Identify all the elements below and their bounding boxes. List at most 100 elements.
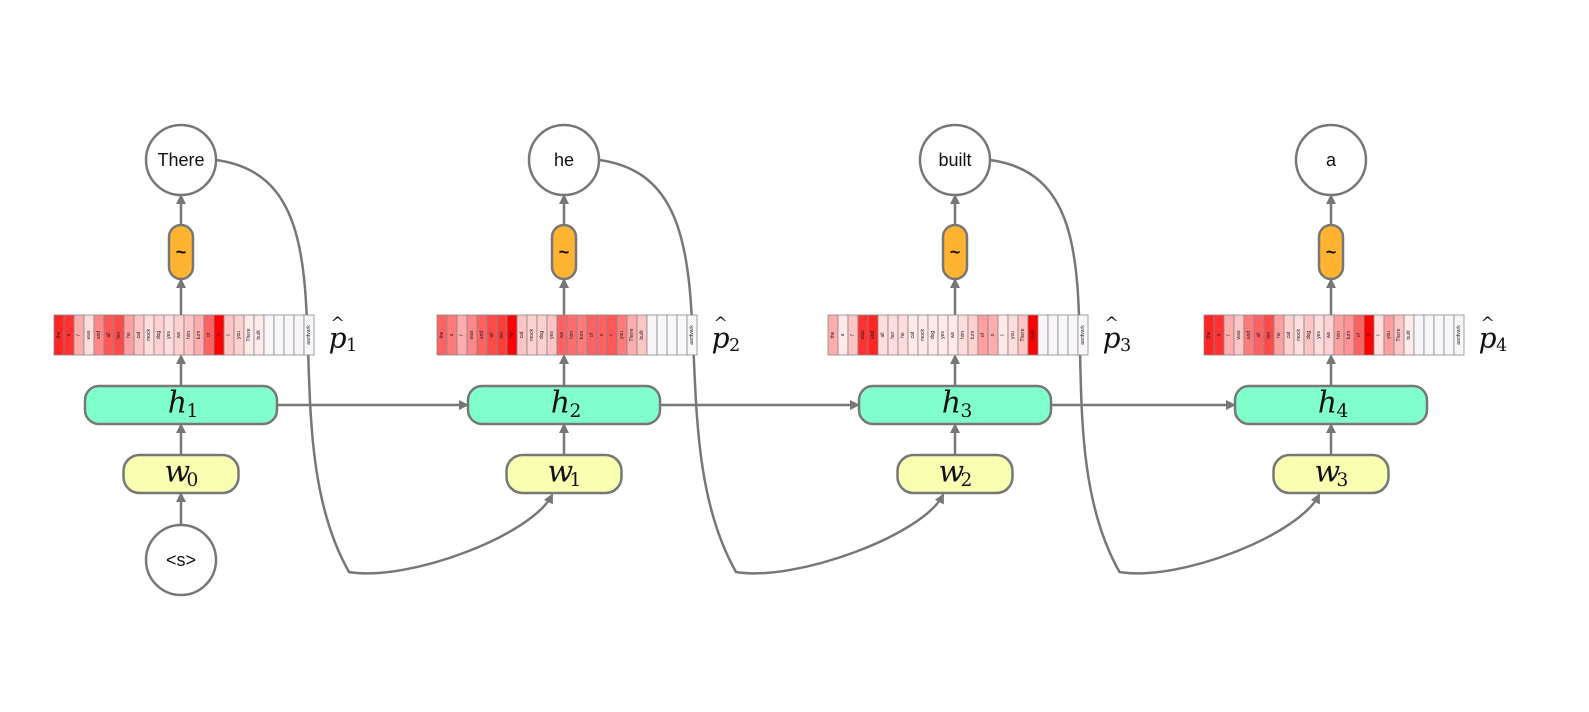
probability-label-3-hat: ^ [1105,313,1119,333]
vocab-label: cat [910,331,916,338]
hidden-state-label-4-letter: h [1318,386,1337,421]
sampler-symbol-2: ~ [559,242,570,262]
vocab-label: i' [1226,334,1232,336]
vocab-label: dog [1306,331,1312,340]
probability-label-2-subscript: 2 [729,336,740,356]
probability-cell [676,314,688,356]
vocab-label: all [880,332,886,337]
vocab-label: o [216,333,222,336]
vocab-label: aardvark [1080,325,1086,345]
vocab-label: and [96,331,102,340]
vocab-label: him [569,331,575,339]
vocab-label: I [1376,334,1382,335]
vocab-label: was [1236,330,1242,339]
sampler-node-2 [550,223,578,281]
vocab-label: a [840,333,846,336]
vocab-label: her [1266,331,1272,339]
sampler-node-4 [1317,223,1345,281]
probability-cell [656,314,668,356]
vocab-label: yes [1316,331,1322,339]
probability-cell [1067,314,1079,356]
vocab-label: him [1336,331,1342,339]
output-word-label-2: he [554,150,574,170]
vocab-label: i' [459,334,465,336]
probability-cell [1443,314,1455,356]
start-token-node [144,523,218,597]
vocab-label: he [1276,332,1282,338]
vocab-label: and [479,331,485,340]
arrow-feedback-2 [598,158,945,575]
input-word-label-1: w0 [165,455,199,491]
vocab-label: aardvark [306,325,312,345]
output-word-node-4 [1294,123,1368,197]
input-word-label-4-letter: w [1315,455,1341,490]
hidden-state-label-1-subscript: 1 [186,401,198,422]
hidden-state-label-2-letter: h [551,386,570,421]
vocab-label: you [236,331,242,339]
hidden-state-label-3-letter: h [942,386,961,421]
probability-cell [293,314,305,356]
vocab-label: cat [136,331,142,338]
input-word-label-3-subscript: 2 [960,470,972,491]
vocab-label: There [1020,328,1026,341]
input-word-label-2-subscript: 1 [569,470,581,491]
vocab-label: a [449,333,455,336]
vocab-label: all [1256,332,1262,337]
probability-cell [263,314,275,356]
input-word-label-4: w3 [1315,455,1349,491]
probability-label-2-hat: ^ [714,313,728,333]
vocab-label: he [900,332,906,338]
vocab-label: he [126,332,132,338]
vocab-label: her [890,331,896,339]
input-word-label-2-letter: w [548,455,574,490]
probability-label-4-subscript: 4 [1496,336,1507,356]
hidden-state-node-1 [83,384,279,426]
output-word-node-3 [918,123,992,197]
vocab-label: mock [146,329,152,341]
probability-label-4-letter: p [1479,322,1497,355]
connections-layer [176,158,1336,575]
hidden-state-label-4-subscript: 4 [1336,401,1348,422]
input-word-label-3: w2 [939,455,973,491]
vocab-label: all [106,332,112,337]
sampler-node-1 [167,223,195,281]
vocab-label: and [1246,331,1252,340]
vocab-label: of [980,332,986,337]
vocab-label: I [226,334,232,335]
vocab-label: I [1000,334,1006,335]
input-word-label-1-subscript: 0 [186,470,198,491]
hidden-state-label-2-subscript: 2 [569,401,581,422]
vocab-label: turn [579,330,585,339]
vocab-label: turn [1346,330,1352,339]
vocab-label: we [176,332,182,339]
probability-label-3-letter: p [1103,322,1121,355]
vocab-label: yes [549,331,555,339]
vocab-label: There [1396,328,1402,341]
probability-cell [1047,314,1059,356]
arrow-feedback-3 [989,158,1321,575]
probability-label-1-letter: p [329,322,347,355]
vocab-label: built [1030,330,1036,340]
vocab-label: and [870,331,876,340]
probability-cell [273,314,285,356]
vocab-label: was [469,330,475,339]
hidden-state-node-2 [466,384,662,426]
probability-cell [1453,314,1465,356]
sampler-symbol-3: ~ [950,242,961,262]
probability-cell [1413,314,1425,356]
vocab-label: we [1326,332,1332,339]
vocab-label: cat [1286,331,1292,338]
vocab-label: him [960,331,966,339]
input-word-label-3-letter: w [939,455,965,490]
vocab-label: o [1366,333,1372,336]
vocab-label: the [1206,331,1212,338]
vocab-label: built [256,330,262,340]
probability-cell [1077,314,1089,356]
vocab-label: him [186,331,192,339]
